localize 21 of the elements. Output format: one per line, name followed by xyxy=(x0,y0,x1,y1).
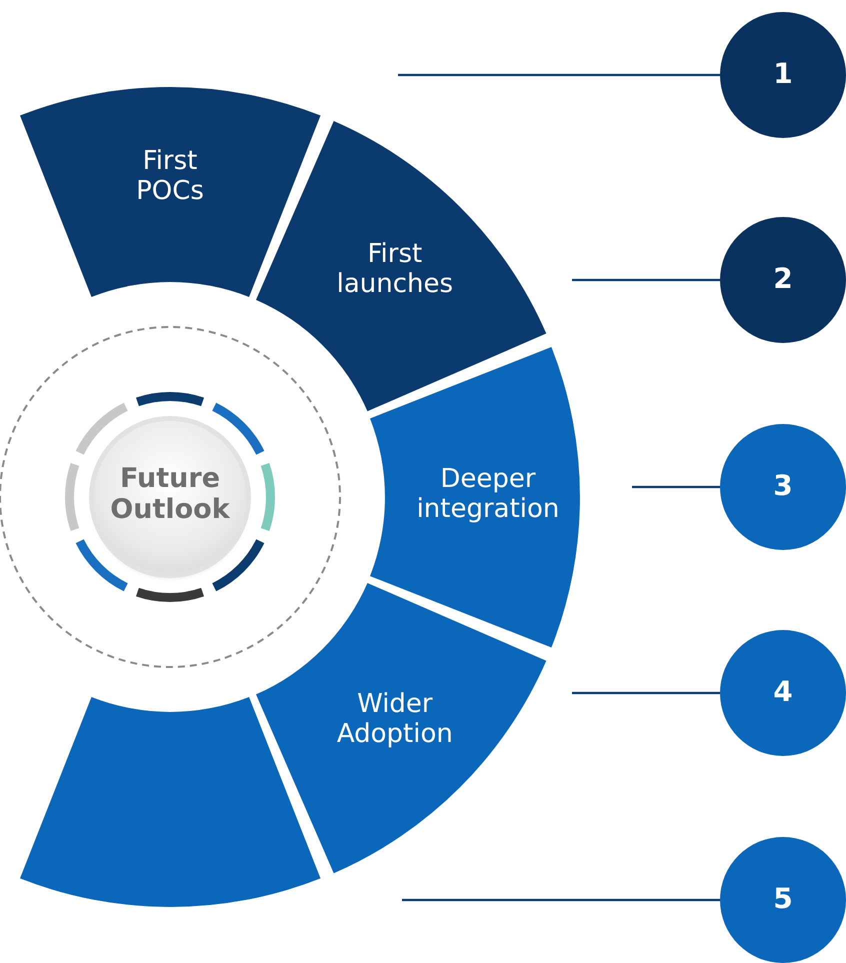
segment-shape xyxy=(256,582,546,873)
segment-label: Wider Adoption xyxy=(336,690,454,750)
segment-shape xyxy=(20,87,320,297)
center-disc xyxy=(94,421,246,573)
leader-line xyxy=(632,486,720,488)
leader-line xyxy=(402,898,720,902)
segment-label: Deeper integration xyxy=(416,464,560,525)
segment-shape xyxy=(370,346,580,648)
leader-line xyxy=(572,278,720,282)
segment-label: First launches xyxy=(336,240,454,300)
segment-label: First POCs xyxy=(135,147,205,207)
step-number: 5 xyxy=(772,883,794,916)
step-number: 2 xyxy=(772,263,794,296)
step-number: 3 xyxy=(772,470,794,502)
segment-shape xyxy=(256,121,546,412)
step-number: 1 xyxy=(772,58,794,90)
leader-line xyxy=(572,692,720,694)
segment-shape xyxy=(20,697,320,907)
center-label: Future Outlook xyxy=(109,463,231,526)
leader-line xyxy=(398,74,720,76)
step-number: 4 xyxy=(772,676,794,708)
